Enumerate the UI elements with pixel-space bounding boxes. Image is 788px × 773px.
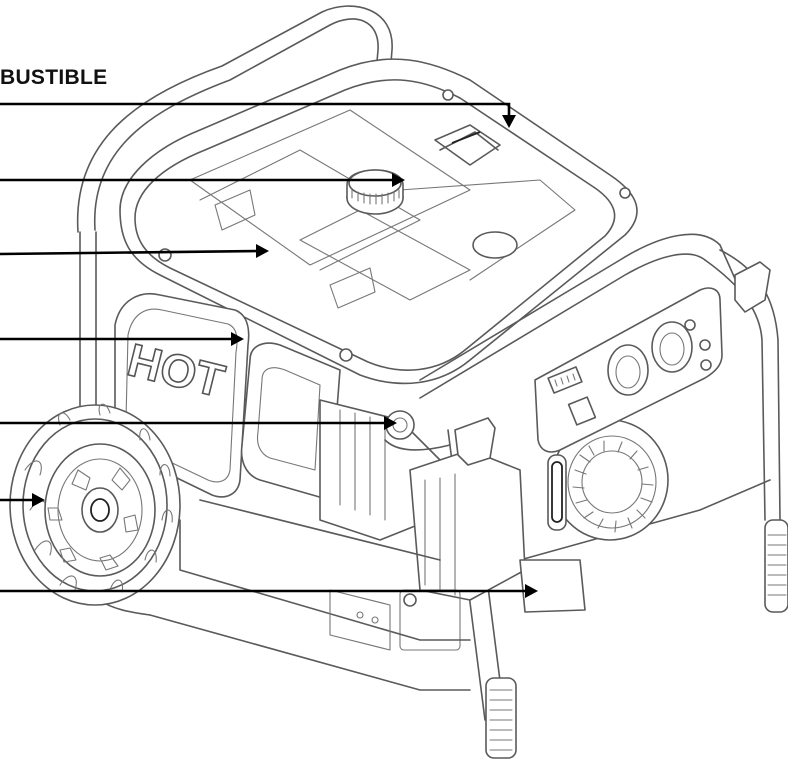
partial-title: BUSTIBLE: [0, 66, 108, 89]
wheel: [9, 403, 181, 606]
top-handle: [434, 124, 501, 166]
callout-leader-fuel-cap: [0, 173, 405, 187]
callout-leader-top-handle: [0, 102, 516, 128]
fuel-tank: [119, 58, 638, 385]
callout-leader-wheel: [0, 493, 45, 507]
callout-leader-carburetor: [0, 416, 397, 430]
callout-leader-engine-base: [0, 584, 538, 598]
callout-leader-fuel-tank: [0, 244, 269, 258]
handle-grips: [485, 519, 788, 759]
engine: [240, 342, 586, 651]
callout-leader-frame-rail: [0, 332, 244, 346]
fuel-cap: [346, 169, 404, 215]
chassis-base: [179, 499, 471, 651]
lift-hooks: [454, 261, 771, 466]
callout-leaders: [0, 102, 538, 598]
control-panel: [534, 287, 723, 453]
